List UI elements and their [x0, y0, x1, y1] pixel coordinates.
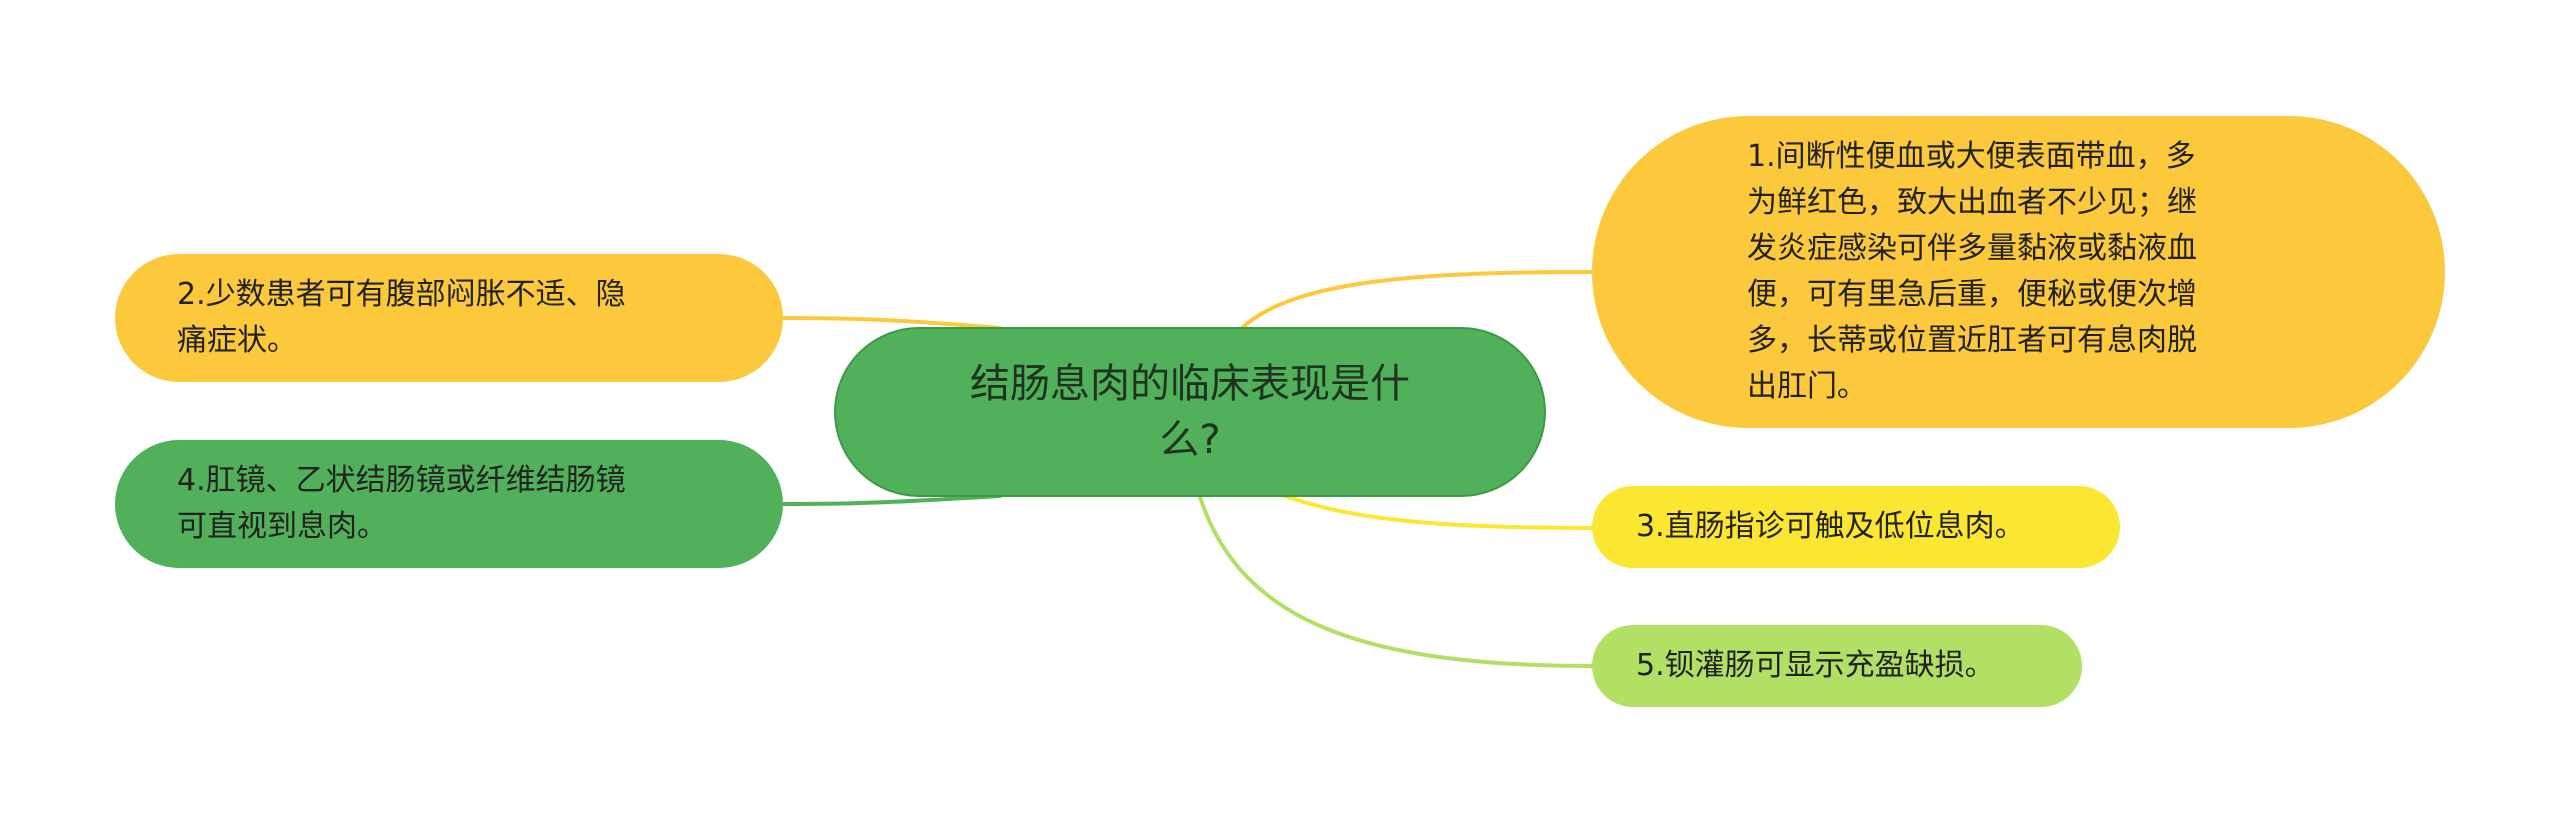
connector-1 — [1238, 270, 1594, 332]
branch-1-label: 1.间断性便血或大便表面带血，多 为鲜红色，致大出血者不少见；继 发炎症感染可伴… — [1747, 139, 2197, 404]
branch-2-label: 2.少数患者可有腹部闷胀不适、隐 痛症状。 — [177, 277, 626, 358]
connector-4 — [781, 494, 1002, 506]
central-topic[interactable]: 结肠息肉的临床表现是什 么? — [834, 327, 1546, 497]
central-topic-label: 结肠息肉的临床表现是什 么? — [970, 361, 1410, 463]
branch-node-3[interactable]: 3.直肠指诊可触及低位息肉。 — [1592, 486, 2120, 568]
branch-5-label: 5.钡灌肠可显示充盈缺损。 — [1636, 648, 1995, 683]
branch-4-label: 4.肛镜、乙状结肠镜或纤维结肠镜 可直视到息肉。 — [177, 463, 626, 544]
connector-5 — [1198, 495, 1594, 668]
connector-3 — [1268, 488, 1594, 530]
branch-node-1[interactable]: 1.间断性便血或大便表面带血，多 为鲜红色，致大出血者不少见；继 发炎症感染可伴… — [1592, 116, 2445, 428]
branch-3-label: 3.直肠指诊可触及低位息肉。 — [1636, 509, 2025, 544]
branch-node-5[interactable]: 5.钡灌肠可显示充盈缺损。 — [1592, 625, 2082, 707]
connector-2 — [781, 316, 1002, 330]
branch-node-4[interactable]: 4.肛镜、乙状结肠镜或纤维结肠镜 可直视到息肉。 — [115, 440, 783, 568]
branch-node-2[interactable]: 2.少数患者可有腹部闷胀不适、隐 痛症状。 — [115, 254, 783, 382]
